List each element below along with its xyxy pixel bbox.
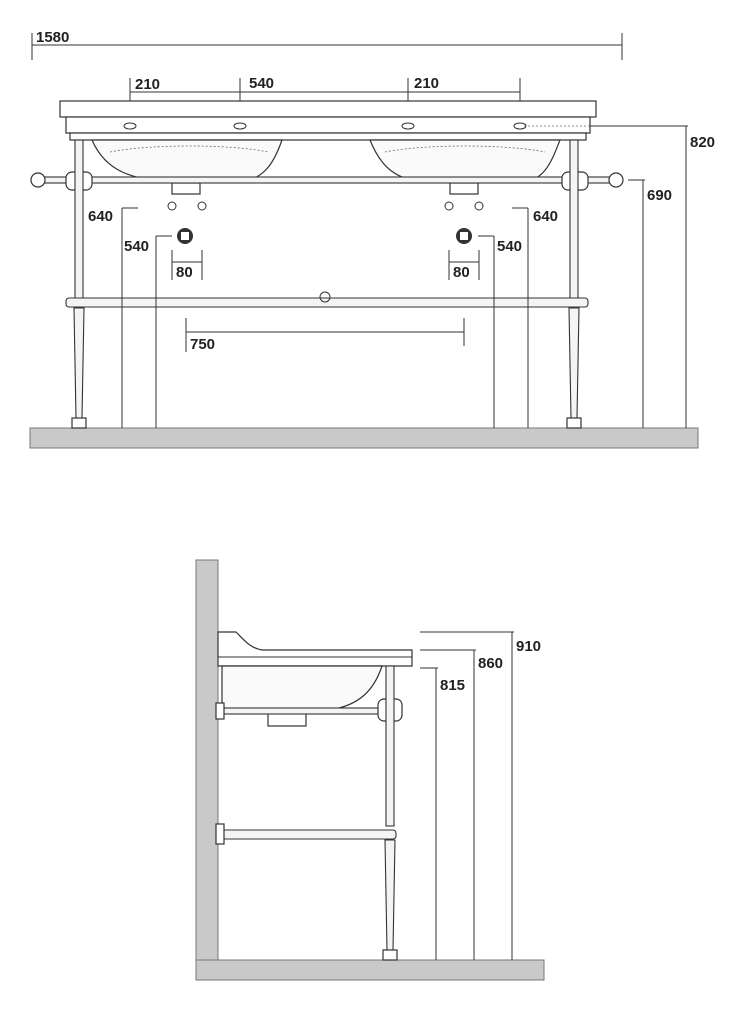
side-top-rail [221, 707, 385, 715]
countertop-underside [69, 132, 587, 141]
supply-spacing-right-label: 80 [453, 264, 470, 281]
leg-right-upper [569, 139, 579, 301]
basin-left-rim [109, 145, 269, 153]
countertop-apron [65, 116, 591, 134]
side-leg-foot [382, 949, 398, 961]
wall-drain-right [456, 228, 472, 244]
leg-left-foot [71, 417, 87, 429]
height-top-label: 820 [690, 134, 715, 151]
tap-hole-4 [513, 122, 527, 130]
height-rail-label: 690 [647, 187, 672, 204]
leg-spacing-label: 750 [190, 336, 215, 353]
side-leg-upper [385, 665, 395, 827]
side-height-rim-label: 860 [478, 655, 503, 672]
basin-right-rim [384, 145, 546, 153]
tap-hole-spacing-label: 540 [249, 75, 274, 92]
front-floor [29, 427, 699, 449]
side-waste-outlet [267, 712, 307, 727]
tap-hole-1 [123, 122, 137, 130]
shelf-badge [319, 291, 331, 303]
supply-spacing-left-label: 80 [176, 264, 193, 281]
side-floor [195, 959, 545, 981]
front-top-rail [39, 176, 611, 184]
countertop-top [59, 100, 597, 118]
supply-height-left-label: 540 [124, 238, 149, 255]
front-lower-shelf [65, 297, 589, 308]
waste-height-left-label: 640 [88, 208, 113, 225]
side-leg-lower [384, 839, 396, 951]
tap-hole-right-label: 210 [414, 75, 439, 92]
side-wall [195, 559, 219, 961]
waste-height-right-label: 640 [533, 208, 558, 225]
front-view: 1580 210 540 210 [29, 29, 715, 449]
overall-width-label: 1580 [36, 29, 69, 46]
supply-height-right-label: 540 [497, 238, 522, 255]
leg-right-lower [568, 307, 580, 419]
rail-end-left [30, 172, 46, 188]
side-top-rail-bracket [215, 702, 225, 720]
tap-hole-2 [233, 122, 247, 130]
side-view: 910 860 815 [195, 559, 545, 981]
leg-left-upper [74, 139, 84, 301]
side-height-bowl-label: 815 [440, 677, 465, 694]
supply-valves-left [167, 201, 207, 211]
leg-left-lower [73, 307, 85, 419]
wall-drain-left [177, 228, 193, 244]
leg-right-foot [566, 417, 582, 429]
side-shelf-bracket [215, 823, 225, 845]
waste-outlet-left [171, 182, 201, 195]
side-lower-shelf [221, 829, 397, 840]
tap-hole-3 [401, 122, 415, 130]
side-height-top-label: 910 [516, 638, 541, 655]
supply-valves-right [444, 201, 484, 211]
waste-outlet-right [449, 182, 479, 195]
rail-end-right [608, 172, 624, 188]
side-basin [221, 665, 383, 711]
tap-hole-left-label: 210 [135, 76, 160, 93]
side-countertop [217, 631, 413, 667]
